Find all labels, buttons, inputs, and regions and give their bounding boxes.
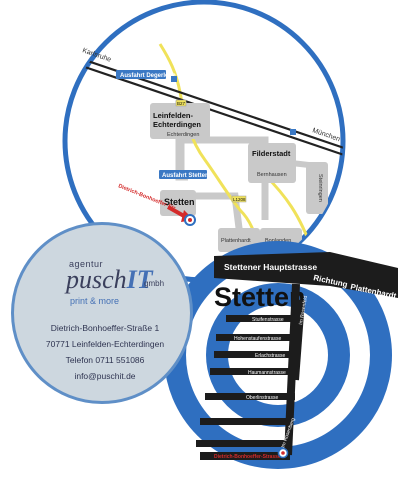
label-plattenhardt: Plattenhardt xyxy=(221,238,251,244)
town-title: Stetten xyxy=(214,282,306,312)
street-label-2: Hohenstaufenstrasse xyxy=(234,336,281,342)
place-leinfelden xyxy=(150,103,210,139)
street-block xyxy=(214,351,300,358)
target-dot xyxy=(281,451,285,455)
target-street-label: Dietrich-Bonhoeffer-Strasse xyxy=(214,454,281,460)
street-block xyxy=(226,315,300,322)
company-street: Dietrich-Bonhoeffer-Straße 1 xyxy=(50,323,160,333)
road-gray xyxy=(180,136,269,220)
label-echterdingen: Echterdingen xyxy=(167,132,199,138)
street-block xyxy=(216,334,300,341)
company-agentur: agentur xyxy=(69,259,104,269)
l1208-shield xyxy=(231,195,247,203)
label-bonlanden: Bonlanden xyxy=(265,238,291,244)
arrow-shaft xyxy=(167,205,185,218)
exit-stetten-text: Ausfahrt Stetten xyxy=(162,173,209,179)
target-street-block xyxy=(200,452,290,460)
street-label-1: Stuifenstrasse xyxy=(252,317,284,323)
side-street-label: Im Rosenfeld xyxy=(298,295,309,325)
main-street-band xyxy=(214,252,398,298)
autobahn-icon xyxy=(171,76,177,82)
place-steinringen xyxy=(306,162,328,214)
exit-sign-degerloch xyxy=(116,70,166,79)
target-dot xyxy=(188,218,192,222)
street-label-5: Oberlinstrasse xyxy=(246,395,278,401)
main-street-label: Stettener Hauptstrasse xyxy=(224,262,317,272)
autobahn-icon xyxy=(290,129,296,135)
b27-shield xyxy=(175,99,187,107)
overview-map: Karlsruhe München Ausfahrt Degerloch Aus… xyxy=(62,0,346,283)
street-label-4: Haumannstrasse xyxy=(248,370,286,376)
exit-sign-stetten xyxy=(159,170,207,179)
street-block xyxy=(196,440,292,447)
company-name-b: IT xyxy=(126,265,153,294)
road-l1208-label: L1208 xyxy=(233,197,246,202)
street-block xyxy=(210,368,298,375)
label-leinfelden: Leinfelden- xyxy=(153,111,194,120)
road-b27-label: B27 xyxy=(177,101,186,106)
label-bernhausen: Bernhausen xyxy=(257,172,287,178)
company-card: agentur puschIT gmbh print & more Dietri… xyxy=(11,222,193,404)
street-block xyxy=(205,393,295,400)
place-filderstadt xyxy=(248,143,296,183)
label-filderstadt: Filderstadt xyxy=(252,149,291,158)
company-email[interactable]: info@puschit.de xyxy=(74,371,136,381)
company-tagline: print & more xyxy=(70,296,120,306)
detail-map: Stettener Hauptstrasse Richtung Plattenh… xyxy=(164,241,398,469)
exit-degerloch-text: Ausfahrt Degerloch xyxy=(120,73,176,79)
company-phone: Telefon 0711 551086 xyxy=(65,355,145,365)
company-name-a: pusch xyxy=(66,265,127,294)
company-logo: puschIT xyxy=(66,265,153,295)
street-label-3: Erlachstrasse xyxy=(255,353,286,359)
company-suffix: gmbh xyxy=(144,279,165,288)
label-echterdingen-bold: Echterdingen xyxy=(153,120,201,129)
street-block xyxy=(200,418,292,425)
label-stetten-small: Stetten xyxy=(164,197,195,207)
company-city: 70771 Leinfelden-Echterdingen xyxy=(45,339,165,349)
label-steinringen: Steinringen xyxy=(317,174,323,202)
